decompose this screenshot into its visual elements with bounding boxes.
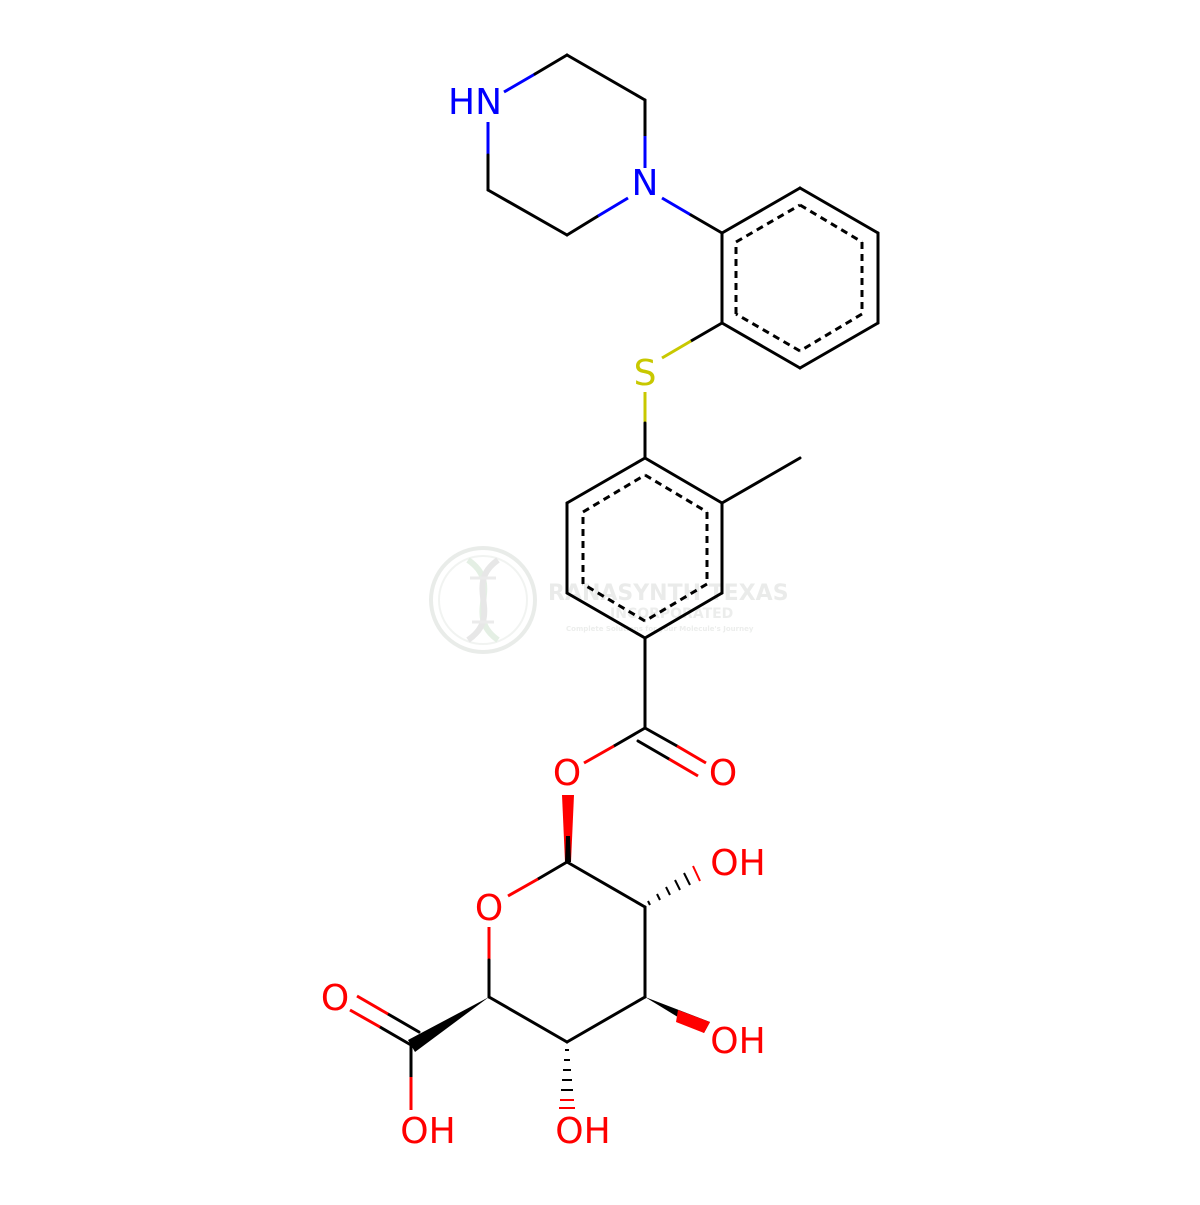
- glucuronide-bonds: [349, 795, 710, 1110]
- methyl-bond: [720, 456, 802, 505]
- atom-c2-oh-label: OH: [710, 843, 765, 884]
- thioether-bonds: [643, 321, 724, 460]
- hash-bond-c4-oh: [559, 1049, 575, 1109]
- watermark-name: RANASYNTH TEXAS: [548, 581, 789, 606]
- phenyl-ring-lower: [565, 456, 802, 640]
- atom-c3-oh-label: OH: [710, 1021, 765, 1062]
- atom-carbonyl-o-label: O: [709, 753, 737, 794]
- atom-nh-label: HN: [448, 82, 502, 123]
- atom-s-label: S: [634, 353, 657, 394]
- atom-n-label: N: [632, 163, 659, 204]
- atom-acid-o-label: O: [321, 978, 349, 1019]
- ester-bonds: [583, 636, 707, 778]
- atom-c4-oh-label: OH: [555, 1111, 610, 1152]
- atom-labels: HN N S O O OH O OH O OH OH: [321, 82, 766, 1152]
- phenyl-ring-upper: [720, 186, 880, 370]
- atom-acid-oh-label: OH: [400, 1111, 455, 1152]
- atom-ester-o-label: O: [553, 753, 581, 794]
- piperazine-bonds: [486, 53, 724, 237]
- watermark-line2: INCORPORATED: [610, 606, 733, 622]
- hash-bond-c2-oh: [647, 865, 701, 906]
- atom-ring-o-label: O: [475, 888, 503, 929]
- wedge-bond-carboxyl: [408, 997, 489, 1052]
- wedge-bond-anomeric: [562, 795, 574, 862]
- dna-logo-icon: [429, 546, 537, 654]
